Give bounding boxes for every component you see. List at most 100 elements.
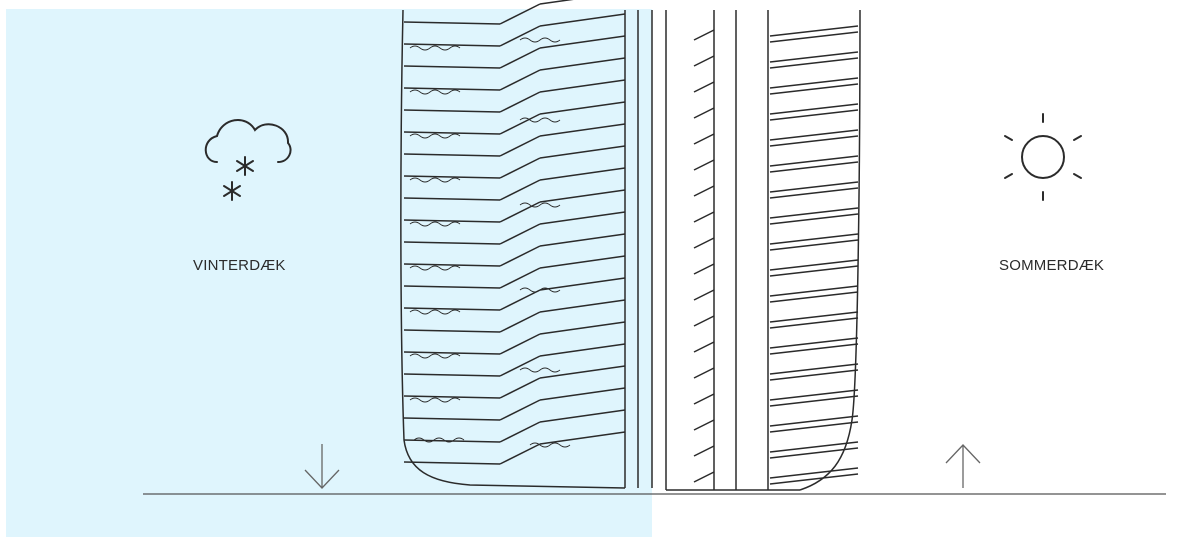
summer-tire-label: SOMMERDÆK [999,257,1105,274]
tread-line [499,69,541,91]
tread-line [539,211,626,225]
tread-line [769,109,859,121]
tread-line [499,157,541,179]
tread-line [769,25,859,37]
winter-tread-pattern [403,0,626,465]
tread-line [769,239,859,251]
tread-line [769,467,859,479]
tread-line [539,387,626,401]
tread-line [499,3,541,25]
tread-line [539,35,626,49]
tread-line [499,91,541,113]
tread-line [499,113,541,135]
sun-icon [1004,113,1082,201]
tread-line [769,369,859,381]
tread-line [403,43,501,47]
tread-line [539,343,626,357]
tread-line [499,311,541,333]
tread-line [403,373,501,377]
tread-line [693,211,715,223]
tread-line [539,321,626,335]
tread-line [769,155,859,167]
tread-line [403,461,501,465]
winter-tire-label: VINTERDÆK [193,257,286,274]
tread-line [769,83,859,95]
tread-line [499,245,541,267]
tread-line [769,31,859,43]
tread-line [539,299,626,313]
tread-line [403,417,501,421]
tread-line [539,365,626,379]
tread-line [403,329,501,333]
arrow-up-icon [945,444,981,488]
tread-line [403,109,501,113]
arrow-down-icon [304,444,340,489]
tread-line [403,241,501,245]
tread-line [769,421,859,433]
tread-line [769,389,859,401]
tread-line [769,135,859,147]
tread-line [539,233,626,247]
winter-sipes [409,37,571,448]
tread-line [539,57,626,71]
tread-line [403,285,501,289]
tread-line [769,285,859,297]
tread-line [403,197,501,201]
tread-line [539,79,626,93]
tread-line [693,133,715,145]
winter-tire [400,0,653,489]
cloud-snow-icon [204,119,292,201]
tread-line [499,421,541,443]
tread-line [693,289,715,301]
tread-line [539,189,626,203]
tread-line [403,351,501,355]
summer-tire [665,9,861,491]
tread-line [693,367,715,379]
tread-line [539,167,626,181]
winter-side-panel [6,9,652,537]
tread-line [499,201,541,223]
tread-line [769,395,859,407]
summer-tread-pattern [693,25,859,485]
tread-line [539,0,574,5]
tread-line [499,443,541,465]
tread-line [539,255,626,269]
tread-line [693,237,715,249]
tread-line [539,13,626,27]
tread-line [403,263,501,267]
tread-line [539,431,626,445]
tread-line [769,129,859,141]
tread-line [403,87,501,91]
tread-line [769,447,859,459]
tread-line [403,65,501,69]
tread-line [769,343,859,355]
tread-line [499,267,541,289]
tread-line [769,415,859,427]
tread-line [769,233,859,245]
tread-line [539,123,626,137]
tread-line [403,307,501,311]
tread-line [693,315,715,327]
tread-line [693,393,715,405]
tread-line [693,159,715,171]
tread-line [769,337,859,349]
tread-line [769,187,859,199]
tread-line [693,55,715,67]
tread-line [693,263,715,275]
tread-line [693,471,715,483]
tread-line [539,145,626,159]
tread-line [769,213,859,225]
tread-line [693,419,715,431]
tread-line [769,291,859,303]
tread-line [499,355,541,377]
tread-line [499,135,541,157]
tread-line [769,51,859,63]
tread-line [769,103,859,115]
tread-line [403,153,501,157]
tread-line [769,311,859,323]
tread-line [539,277,626,291]
tread-line [769,265,859,277]
tread-line [693,445,715,457]
